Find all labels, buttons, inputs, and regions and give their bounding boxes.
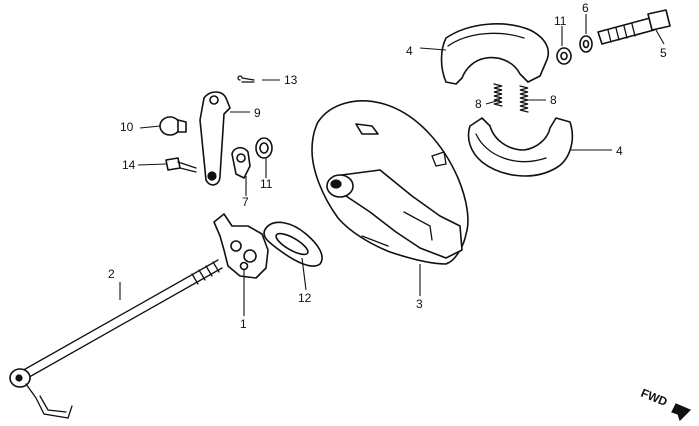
part-cotter-pin (237, 75, 255, 83)
forward-arrow-icon (671, 403, 692, 422)
callout-11-lower: 11 (260, 177, 273, 191)
part-brake-arm (199, 91, 231, 186)
part-adjusting-bolt (597, 9, 671, 45)
callout-6: 6 (582, 1, 589, 15)
leader-lines (119, 14, 665, 316)
callout-11-upper: 11 (554, 14, 567, 28)
part-brake-rod (9, 259, 223, 419)
callout-3: 3 (416, 297, 423, 311)
callout-1: 1 (240, 317, 247, 331)
callout-9: 9 (254, 106, 261, 120)
fwd-label: FWD (639, 386, 670, 409)
callout-8-left: 8 (475, 97, 482, 111)
callout-10: 10 (120, 120, 134, 134)
part-brake-shoe-upper (440, 23, 550, 85)
part-brake-arm-plate (213, 213, 269, 279)
callout-5: 5 (660, 46, 667, 60)
callout-4-upper: 4 (406, 44, 413, 58)
part-wear-indicator (231, 146, 251, 179)
callout-labels: 1 2 3 4 4 5 6 7 8 8 9 10 11 11 12 13 14 (108, 1, 667, 331)
callout-7: 7 (242, 195, 249, 209)
callout-8-right: 8 (550, 93, 557, 107)
part-return-spring-right (519, 85, 529, 113)
callout-14: 14 (122, 158, 136, 172)
part-pin-cap (159, 116, 187, 136)
part-brake-panel (311, 100, 469, 265)
part-gasket-seal (263, 221, 323, 267)
forward-direction-indicator: FWD (639, 386, 692, 422)
part-return-spring-left (493, 83, 503, 107)
part-spring-washer (579, 35, 593, 53)
part-brake-shoe-lower (467, 117, 574, 177)
part-washer-upper (556, 47, 572, 65)
part-washer-lower (255, 137, 273, 159)
callout-12: 12 (298, 291, 312, 305)
callout-13: 13 (284, 73, 298, 87)
part-pinch-bolt (165, 157, 197, 173)
callout-4-lower: 4 (616, 144, 623, 158)
callout-2: 2 (108, 267, 115, 281)
